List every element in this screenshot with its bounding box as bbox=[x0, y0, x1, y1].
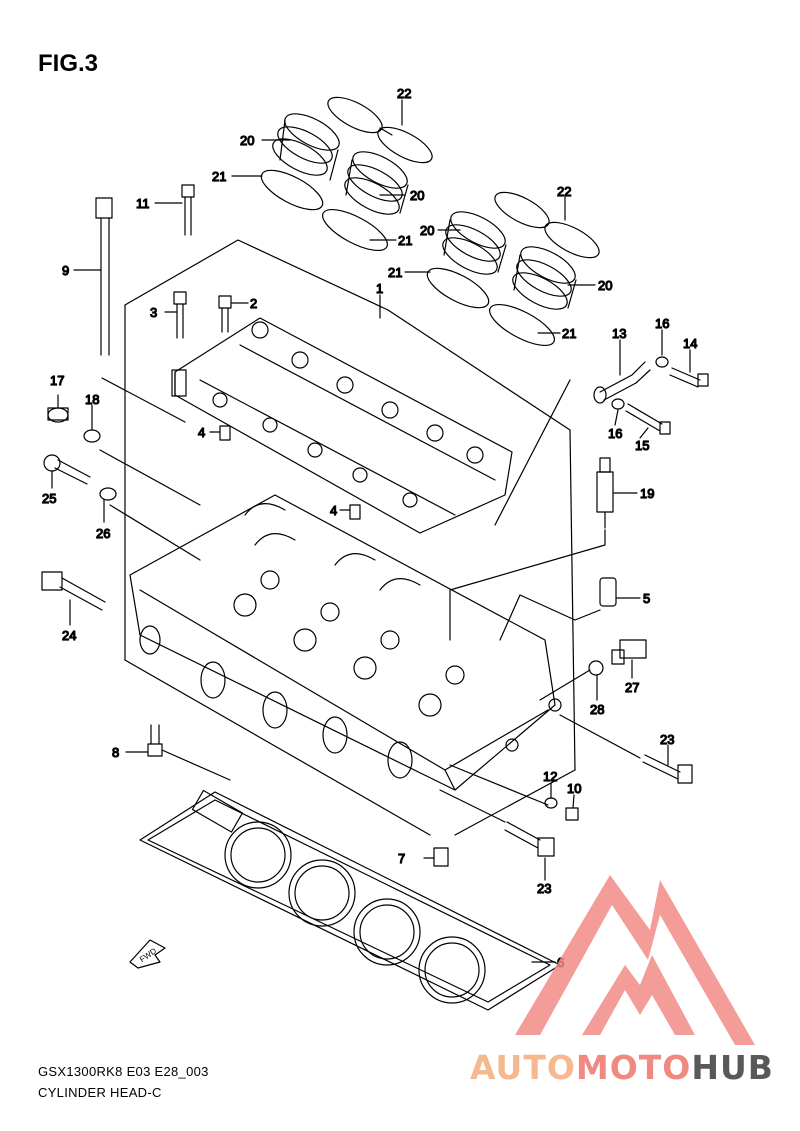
callout-8: 8 bbox=[112, 745, 119, 760]
figure-title: FIG.3 bbox=[38, 50, 99, 77]
callout-12: 12 bbox=[543, 769, 557, 784]
callout-15: 15 bbox=[635, 438, 649, 453]
washer-12 bbox=[544, 797, 558, 809]
bolt-2 bbox=[218, 295, 232, 333]
bolt-15 bbox=[625, 403, 671, 435]
spark-plug-19 bbox=[596, 457, 614, 529]
callout-11: 11 bbox=[136, 196, 150, 211]
callout-9: 9 bbox=[62, 263, 69, 278]
washer-18 bbox=[83, 429, 101, 443]
intake-pipe-group-right bbox=[426, 191, 600, 347]
callout-25: 25 bbox=[42, 491, 56, 506]
callout-10: 10 bbox=[567, 781, 581, 796]
head-gasket-6 bbox=[139, 789, 561, 1011]
intake-pipe-20-a bbox=[272, 113, 340, 181]
callout-20d: 20 bbox=[598, 278, 612, 293]
clamp-22-right-b bbox=[544, 221, 600, 259]
callout-22b: 22 bbox=[557, 184, 571, 199]
assembly-frame bbox=[124, 239, 576, 836]
callout-16b: 16 bbox=[608, 426, 622, 441]
callout-23b: 23 bbox=[537, 881, 551, 896]
clamp-22-upper-b bbox=[377, 126, 433, 164]
callout-4b: 4 bbox=[330, 503, 337, 518]
cylinder-head-body bbox=[129, 494, 562, 791]
callout-16a: 16 bbox=[655, 316, 669, 331]
intake-pipe-20-d bbox=[512, 246, 577, 310]
forward-direction-arrow: FWD bbox=[129, 939, 166, 969]
bolt-11 bbox=[181, 184, 195, 236]
sensor-27 bbox=[611, 639, 647, 665]
clamp-21-c bbox=[426, 267, 490, 309]
bolt-25 bbox=[43, 454, 91, 485]
bolt-10 bbox=[565, 807, 579, 821]
callout-20c: 20 bbox=[420, 223, 434, 238]
callout-13: 13 bbox=[612, 326, 626, 341]
callout-19: 19 bbox=[640, 486, 654, 501]
section-name: CYLINDER HEAD-C bbox=[38, 1085, 162, 1100]
callout-23a: 23 bbox=[660, 732, 674, 747]
cam-holder-1 bbox=[171, 317, 513, 534]
washer-28 bbox=[588, 660, 604, 676]
dowel-pin-4-a bbox=[219, 425, 231, 441]
bolt-14 bbox=[669, 367, 709, 388]
brand-prefix: AUTO bbox=[470, 1048, 576, 1087]
callout-21d: 21 bbox=[562, 326, 576, 341]
callout-1: 1 bbox=[376, 281, 383, 296]
bolt-3 bbox=[173, 291, 187, 339]
clamp-21-d bbox=[489, 303, 555, 347]
dowel-7 bbox=[433, 847, 449, 867]
brand-suffix: HUB bbox=[691, 1048, 774, 1087]
callout-21c: 21 bbox=[388, 265, 402, 280]
callout-7: 7 bbox=[398, 851, 405, 866]
washer-16-a bbox=[655, 356, 669, 368]
brand-logo-mark bbox=[515, 875, 755, 1045]
callout-20b: 20 bbox=[410, 188, 424, 203]
callout-5: 5 bbox=[643, 591, 650, 606]
bolt-24 bbox=[41, 571, 106, 611]
callout-28: 28 bbox=[590, 702, 604, 717]
sensor-5 bbox=[599, 577, 617, 607]
callout-18: 18 bbox=[85, 392, 99, 407]
plug-cap-17 bbox=[47, 407, 69, 423]
callout-21b: 21 bbox=[398, 233, 412, 248]
pipe-13 bbox=[593, 361, 651, 404]
callout-4a: 4 bbox=[198, 425, 205, 440]
intake-pipe-group-left bbox=[260, 96, 433, 252]
dowel-pin-4-b bbox=[349, 504, 361, 520]
callout-22a: 22 bbox=[397, 86, 411, 101]
washer-16-b bbox=[611, 398, 625, 410]
callout-17: 17 bbox=[50, 373, 64, 388]
clamp-21-a bbox=[260, 169, 324, 211]
bolt-8 bbox=[147, 724, 163, 757]
model-code: GSX1300RK8 E03 E28_003 bbox=[38, 1064, 209, 1079]
callout-14: 14 bbox=[683, 336, 697, 351]
bolt-23-b bbox=[504, 821, 555, 857]
callout-labels: 22 20 21 20 21 11 9 3 2 1 22 20 21 20 21… bbox=[41, 85, 698, 970]
intake-pipe-20-c bbox=[442, 211, 507, 275]
clamp-22-right-a bbox=[494, 191, 550, 229]
callout-24: 24 bbox=[62, 628, 76, 643]
callout-3: 3 bbox=[150, 305, 157, 320]
leader-lines bbox=[51, 99, 691, 963]
callout-2: 2 bbox=[250, 296, 257, 311]
clamp-21-b bbox=[322, 208, 388, 252]
callout-26: 26 bbox=[96, 526, 110, 541]
bolt-23-a bbox=[642, 754, 693, 784]
brand-wordmark: AUTOMOTOHUB bbox=[470, 1048, 774, 1087]
callout-21a: 21 bbox=[212, 169, 226, 184]
callout-20a: 20 bbox=[240, 133, 254, 148]
brand-middle: MOTO bbox=[575, 1048, 692, 1087]
callout-27: 27 bbox=[625, 680, 639, 695]
intake-pipe-20-b bbox=[344, 151, 409, 215]
stud-bolt-9 bbox=[95, 197, 113, 356]
washer-26 bbox=[99, 487, 117, 501]
